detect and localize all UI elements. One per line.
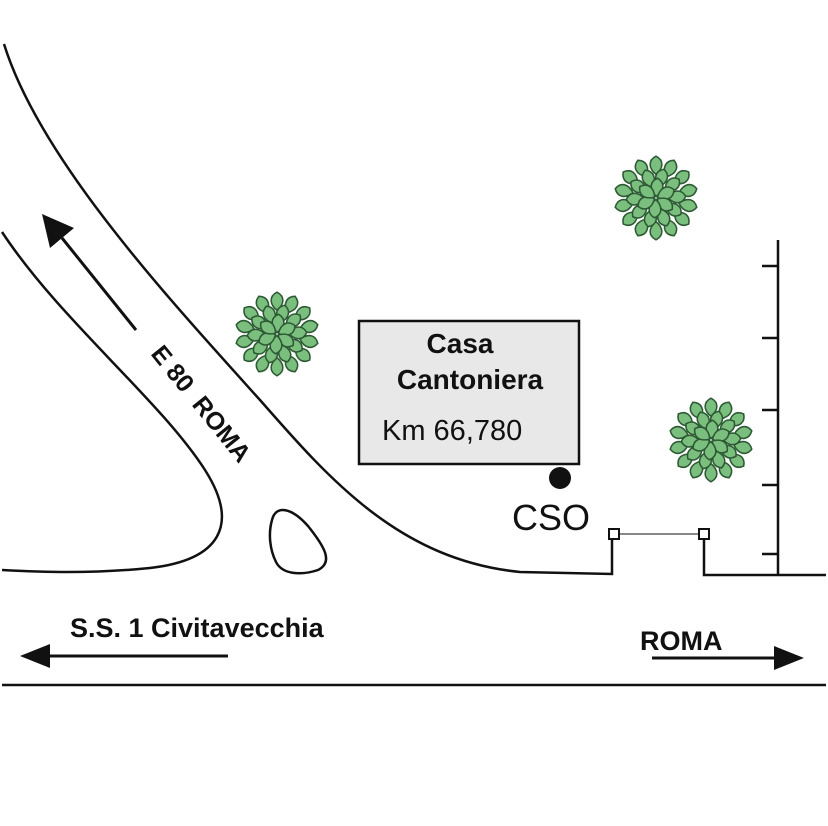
roma-arrow-icon bbox=[652, 646, 804, 670]
tree-leaf bbox=[258, 332, 277, 346]
building-title-line2: Cantoniera bbox=[397, 364, 544, 395]
ss1-road-label: S.S. 1 Civitavecchia bbox=[70, 613, 325, 643]
road-lines bbox=[0, 43, 826, 687]
marker-dot-icon bbox=[549, 467, 571, 489]
casa-cantoniera-building: Casa Cantoniera Km 66,780 bbox=[357, 319, 581, 466]
e80-inner-edge bbox=[0, 231, 223, 574]
tree-leaf bbox=[656, 186, 675, 200]
tree-leaf bbox=[259, 320, 277, 335]
right-road-edge bbox=[702, 536, 826, 577]
tree-icon bbox=[614, 155, 698, 241]
tree-icon bbox=[235, 291, 319, 377]
tree-leaf bbox=[638, 184, 656, 199]
gate bbox=[608, 528, 710, 540]
cso-label: CSO bbox=[512, 497, 590, 538]
tree-leaf bbox=[637, 196, 656, 210]
roma-road-label: ROMA bbox=[640, 626, 723, 656]
e80-road-label: E 80 ROMA bbox=[145, 340, 256, 468]
building-km: Km 66,780 bbox=[382, 415, 522, 447]
tree-leaf bbox=[711, 428, 730, 442]
ss1-arrow-icon bbox=[20, 644, 228, 668]
tree-leaf bbox=[693, 426, 711, 441]
e80-arrow-icon bbox=[42, 214, 138, 331]
building-title-line1: Casa bbox=[427, 328, 494, 359]
tree-icon bbox=[669, 397, 753, 483]
tree-leaf bbox=[692, 438, 711, 452]
tree-leaf bbox=[277, 322, 296, 336]
e80-outer-edge bbox=[2, 43, 614, 576]
traffic-island bbox=[268, 508, 328, 575]
